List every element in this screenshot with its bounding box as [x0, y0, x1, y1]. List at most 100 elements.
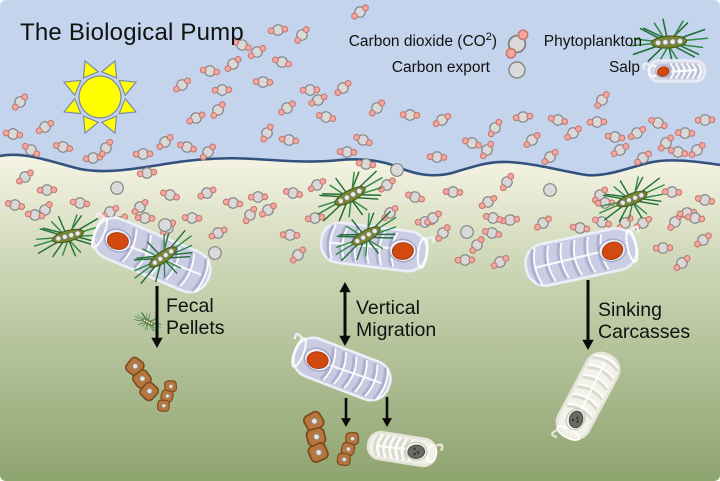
co2-molecule	[247, 191, 269, 203]
co2-molecule	[279, 229, 301, 241]
co2-molecule	[267, 24, 289, 36]
co2-molecule	[652, 242, 674, 254]
co2-molecule	[499, 172, 515, 192]
legend-phytoplankton-label: Phytoplankton	[544, 33, 642, 50]
label-fecal-pellets-line2: Pellets	[166, 317, 225, 339]
co2-molecule	[454, 254, 476, 266]
co2-molecule	[308, 93, 328, 107]
co2-molecule	[667, 213, 683, 231]
label-fecal-pellets-line1: Fecal	[166, 295, 214, 317]
co2-molecule	[478, 194, 498, 210]
co2-molecule	[24, 209, 46, 221]
label-sinking-carcasses-line2: Carcasses	[598, 321, 690, 343]
sky-co2-field	[2, 4, 716, 166]
co2-molecule	[2, 128, 24, 140]
co2-molecule	[616, 214, 634, 232]
flow-arrow	[341, 398, 351, 427]
co2-molecule	[469, 236, 485, 254]
fecal-pellet	[156, 380, 177, 412]
phytoplankton-legend-icon	[629, 18, 709, 66]
carbon-export-particle	[390, 163, 404, 177]
co2-molecule	[432, 112, 452, 128]
co2-molecule	[426, 151, 448, 163]
co2-molecule	[82, 152, 104, 164]
co2-molecule	[35, 119, 55, 135]
salp-legend-icon	[642, 59, 707, 83]
co2-molecule	[177, 141, 197, 153]
co2-molecule	[648, 116, 668, 130]
co2-molecule	[210, 101, 226, 119]
co2-molecule	[481, 227, 503, 239]
co2-molecule	[512, 111, 534, 123]
co2-molecule	[278, 134, 300, 146]
co2-molecule	[673, 254, 691, 272]
co2-molecule	[181, 212, 203, 224]
legend-co2-label: Carbon dioxide (CO2)	[349, 31, 497, 50]
co2-molecule	[684, 212, 706, 224]
co2-molecule	[294, 26, 310, 44]
co2-molecule	[272, 56, 292, 68]
co2-molecule	[16, 169, 34, 185]
flow-arrow	[382, 397, 392, 427]
co2-molecule	[569, 222, 591, 234]
co2-molecule	[399, 109, 421, 121]
salp-carcass	[551, 351, 621, 441]
co2-molecule	[173, 77, 191, 93]
ocean-surface-wave	[0, 153, 720, 177]
co2-molecule	[610, 142, 630, 158]
co2-molecule	[442, 186, 464, 198]
co2-molecule	[405, 191, 425, 203]
co2-molecule	[594, 91, 610, 109]
co2-molecule	[289, 246, 307, 264]
co2-molecule	[160, 189, 180, 201]
flow-arrow	[339, 282, 351, 346]
co2-molecule	[541, 148, 559, 166]
co2-molecule	[381, 204, 399, 222]
co2-molecule	[299, 84, 321, 96]
carbon-export-particle	[460, 225, 474, 239]
co2-molecule	[424, 210, 442, 226]
co2-molecule	[242, 205, 258, 225]
co2-molecule	[368, 99, 386, 117]
co2-molecule	[604, 131, 626, 143]
co2-molecule	[657, 134, 675, 152]
co2-molecule	[259, 202, 277, 218]
co2-molecule	[487, 118, 503, 138]
carbon-export-particle	[543, 183, 557, 197]
co2-molecule	[247, 44, 267, 60]
fecal-pellet	[125, 356, 160, 402]
phytoplankton	[33, 214, 103, 258]
co2-molecule	[661, 186, 683, 198]
co2-molecule	[199, 65, 221, 77]
co2-molecule	[36, 184, 58, 196]
legend-icons	[505, 18, 709, 83]
co2-molecule	[634, 150, 652, 166]
co2-molecule	[282, 187, 304, 199]
co2-molecule	[232, 38, 252, 52]
co2-molecule	[336, 146, 358, 158]
salp-carcass	[366, 430, 444, 468]
co2-molecule	[132, 148, 154, 160]
phytoplankton	[317, 170, 383, 222]
page-title: The Biological Pump	[20, 19, 244, 46]
co2-molecule	[694, 194, 716, 206]
co2-molecule	[435, 224, 451, 242]
carbon-export-particle	[208, 246, 222, 260]
co2-molecule	[98, 138, 114, 158]
co2-molecule	[351, 4, 369, 20]
co2-molecule	[482, 212, 504, 224]
co2-molecule	[260, 123, 274, 143]
fecal-pellet	[336, 432, 360, 467]
co2-molecule	[52, 141, 74, 153]
co2-molecule	[627, 125, 647, 141]
co2-molecule	[534, 215, 552, 231]
carbon-export-particle	[110, 181, 124, 195]
label-vertical-migration-line1: Vertical	[356, 297, 420, 319]
co2-molecule	[694, 232, 712, 248]
co2-molecule	[11, 93, 29, 111]
co2-molecule	[69, 197, 91, 209]
salp	[291, 332, 392, 402]
co2-molecule	[211, 84, 233, 96]
co2-molecule	[222, 197, 244, 209]
